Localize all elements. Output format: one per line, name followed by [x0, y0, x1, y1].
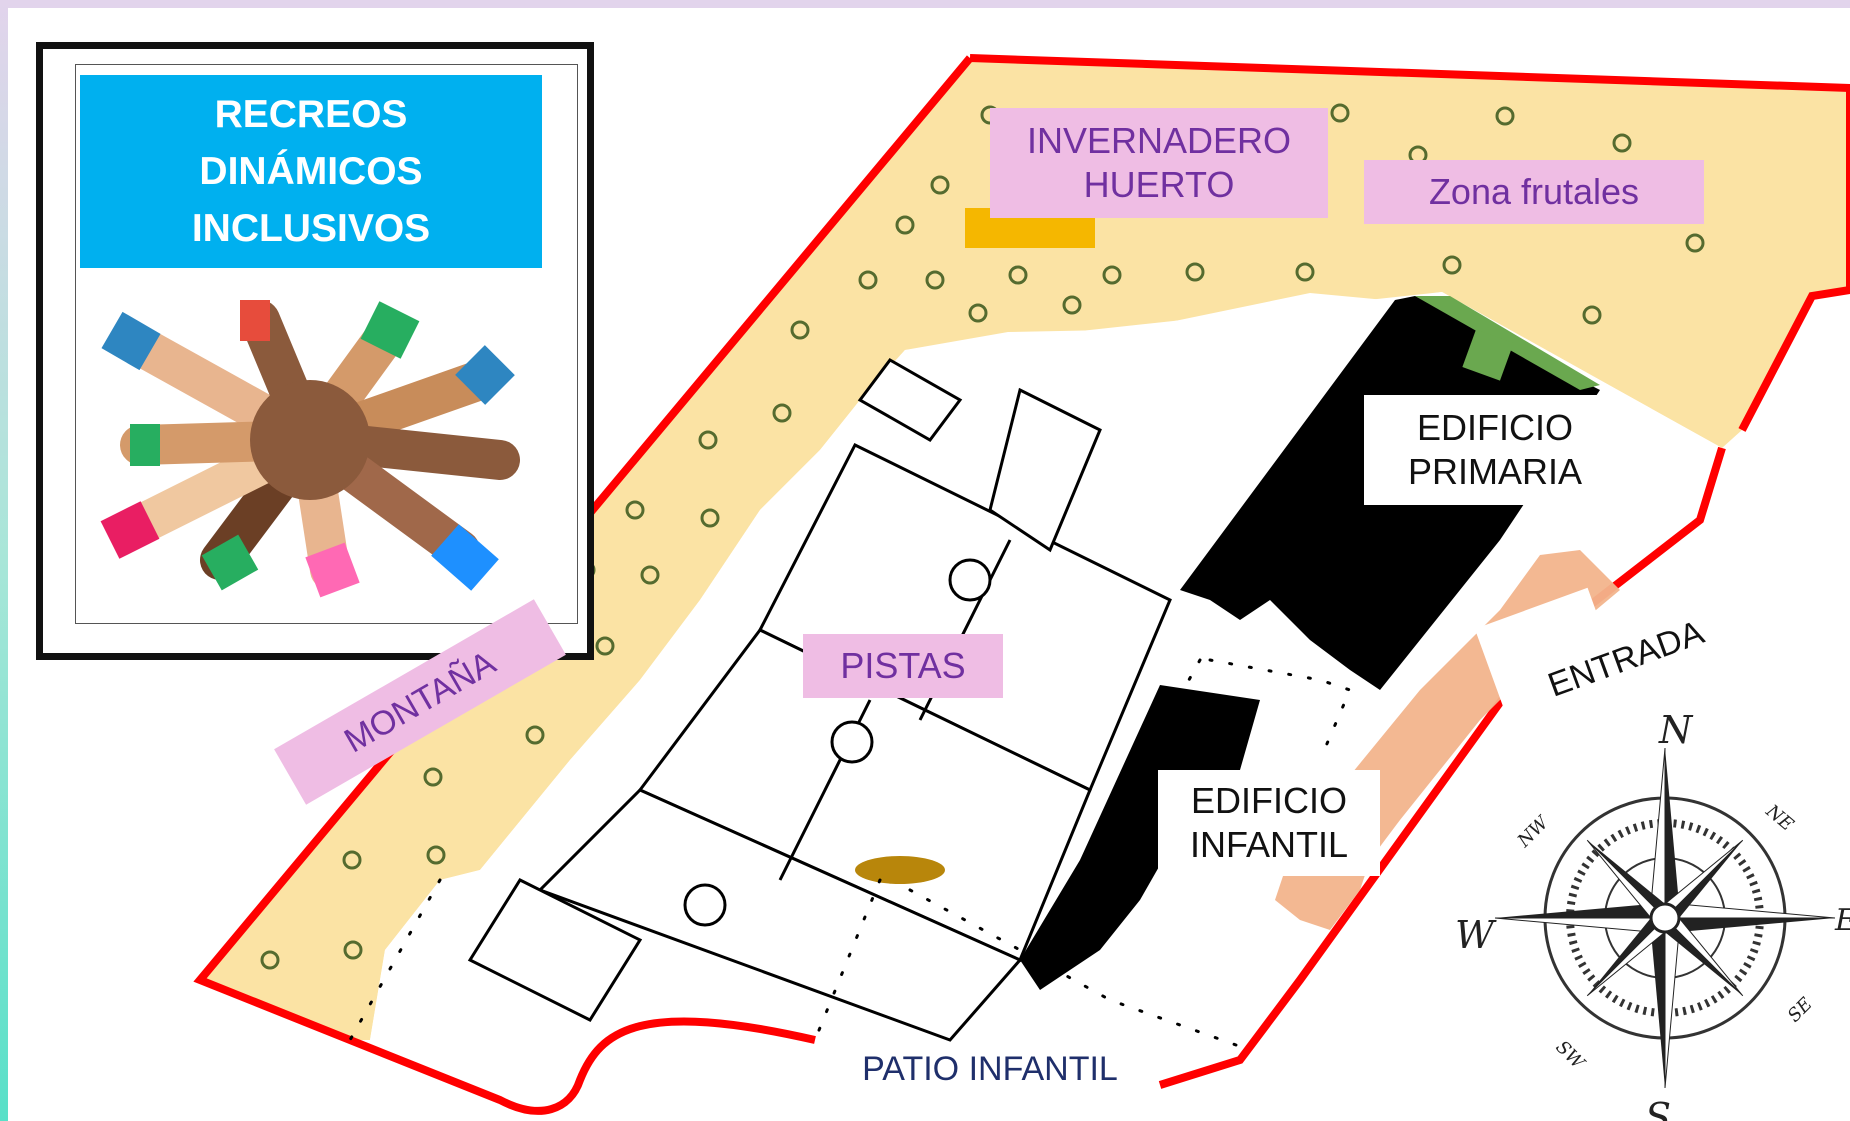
compass-se: SE: [1784, 994, 1817, 1027]
garden-zone: [200, 58, 1850, 1040]
label-pistas: PISTAS: [803, 634, 1003, 698]
label-primaria-line2: PRIMARIA: [1407, 451, 1583, 492]
poster-title: RECREOS DINÁMICOS INCLUSIVOS: [80, 75, 542, 268]
label-primaria: EDIFICIO PRIMARIA: [1364, 395, 1626, 505]
compass-nw: NW: [1513, 811, 1554, 852]
poster-title-line-3: INCLUSIVOS: [191, 207, 431, 250]
courts: [467, 358, 1172, 1042]
left-border: [0, 0, 8, 1121]
compass-n: N: [1658, 708, 1694, 752]
poster-inner: [75, 64, 578, 624]
infantil-building: [1020, 685, 1260, 990]
label-invernadero: INVERNADERO HUERTO: [990, 108, 1328, 218]
poster-title-line-2: DINÁMICOS: [199, 150, 423, 193]
hands-illustration: [100, 300, 520, 598]
compass-w: W: [1455, 913, 1497, 957]
compass-rose: N S E W NE NW SE SW: [1455, 708, 1850, 1121]
label-infantil: EDIFICIO INFANTIL: [1158, 770, 1380, 876]
compass-e: E: [1834, 903, 1850, 938]
compass-sw: SW: [1551, 1037, 1589, 1075]
label-invernadero-line1: INVERNADERO: [1026, 120, 1292, 161]
compass-ne: NE: [1761, 800, 1797, 835]
top-border: [0, 0, 1850, 8]
label-infantil-line1: EDIFICIO: [1190, 780, 1347, 821]
label-patio-infantil: PATIO INFANTIL: [862, 1049, 1118, 1088]
label-primaria-line1: EDIFICIO: [1416, 407, 1573, 448]
label-invernadero-line2: HUERTO: [1083, 164, 1235, 205]
label-infantil-line2: INFANTIL: [1189, 824, 1349, 865]
label-frutales: Zona frutales: [1364, 160, 1704, 224]
compass-s: S: [1645, 1095, 1671, 1121]
site-boundary: [193, 54, 1850, 1115]
poster-title-line-1: RECREOS: [214, 93, 408, 136]
oval-element: [855, 856, 945, 884]
